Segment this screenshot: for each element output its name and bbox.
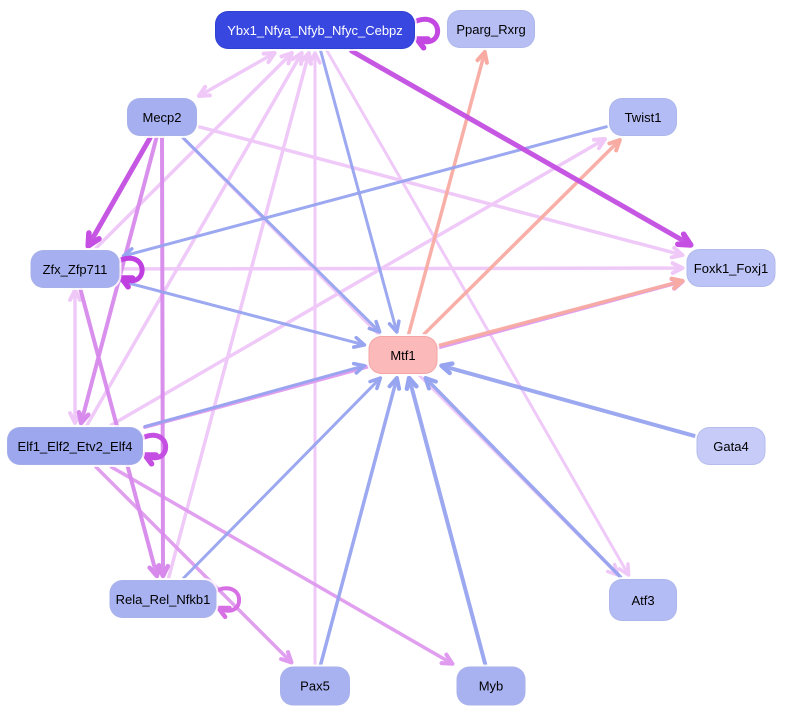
self-loop-zfx[interactable] (116, 256, 145, 290)
edge-zfx-mtf1[interactable] (120, 279, 367, 349)
node-label-pparg: Pparg_Rxrg (456, 21, 526, 37)
self-loop-ybx1[interactable] (411, 17, 441, 51)
edge-pax5-mtf1[interactable] (318, 376, 402, 667)
edge-mecp2-foxk1[interactable] (197, 125, 685, 260)
self-loop-elf1[interactable] (139, 433, 169, 467)
node-atf3[interactable]: Atf3 (609, 579, 677, 621)
edge-mtf1-pparg[interactable] (406, 50, 489, 336)
node-rela[interactable]: Rela_Rel_Nfkb1 (109, 580, 217, 618)
edge-zfx-elf1[interactable] (68, 288, 82, 425)
node-myb[interactable]: Myb (456, 666, 526, 706)
edge-mecp2-mtf1[interactable] (181, 136, 382, 334)
node-mecp2[interactable]: Mecp2 (127, 98, 197, 136)
edge-elf1-mtf1[interactable] (143, 361, 367, 429)
node-elf1[interactable]: Elf1_Elf2_Etv2_Elf4 (7, 427, 143, 465)
edge-mecp2-ybx1[interactable] (196, 51, 277, 98)
edge-myb-mtf1[interactable] (404, 375, 488, 667)
self-loop-rela[interactable] (213, 586, 242, 620)
node-twist1[interactable]: Twist1 (609, 98, 677, 136)
node-label-elf1: Elf1_Elf2_Etv2_Elf4 (17, 438, 133, 454)
node-label-pax5: Pax5 (300, 678, 330, 694)
edge-pax5-ybx1[interactable] (308, 51, 322, 666)
edge-mecp2-zfx[interactable] (85, 135, 153, 249)
node-label-foxk1: Foxk1_Foxj1 (693, 260, 769, 276)
edge-rela-mtf1[interactable] (182, 376, 383, 580)
edge-mecp2-elf1[interactable] (76, 136, 159, 426)
node-mtf1[interactable]: Mtf1 (368, 336, 438, 374)
edge-mtf1-twist1[interactable] (422, 138, 622, 336)
edge-mtf1-foxk1[interactable] (437, 276, 685, 348)
node-pax5[interactable]: Pax5 (280, 666, 350, 706)
edge-gata4-mtf1[interactable] (439, 361, 697, 438)
edge-ybx1-atf3[interactable] (325, 49, 631, 577)
node-label-gata4: Gata4 (713, 438, 749, 454)
node-label-ybx1: Ybx1_Nfya_Nfyb_Nfyc_Cebpz (227, 22, 403, 38)
edge-ybx1-foxk1[interactable] (349, 48, 694, 248)
node-ybx1[interactable]: Ybx1_Nfya_Nfyb_Nfyc_Cebpz (215, 11, 415, 49)
edge-atf3-mtf1[interactable] (423, 376, 623, 579)
node-label-myb: Myb (478, 678, 504, 694)
edge-zfx-foxk1[interactable] (119, 261, 685, 275)
node-gata4[interactable]: Gata4 (696, 427, 766, 465)
edge-elf1-pax5[interactable] (94, 465, 294, 665)
node-label-zfx: Zfx_Zfp711 (42, 261, 108, 277)
node-label-mtf1: Mtf1 (390, 347, 416, 363)
node-label-twist1: Twist1 (624, 109, 662, 125)
node-label-atf3: Atf3 (631, 592, 655, 608)
edge-elf1-myb[interactable] (109, 465, 455, 666)
edge-elf1-twist1[interactable] (109, 137, 607, 427)
node-label-rela: Rela_Rel_Nfkb1 (115, 591, 211, 607)
node-pparg[interactable]: Pparg_Rxrg (447, 10, 535, 48)
node-foxk1[interactable]: Foxk1_Foxj1 (686, 249, 776, 287)
node-label-mecp2: Mecp2 (142, 109, 182, 125)
node-zfx[interactable]: Zfx_Zfp711 (30, 250, 120, 288)
edge-mecp2-rela[interactable] (155, 136, 171, 579)
